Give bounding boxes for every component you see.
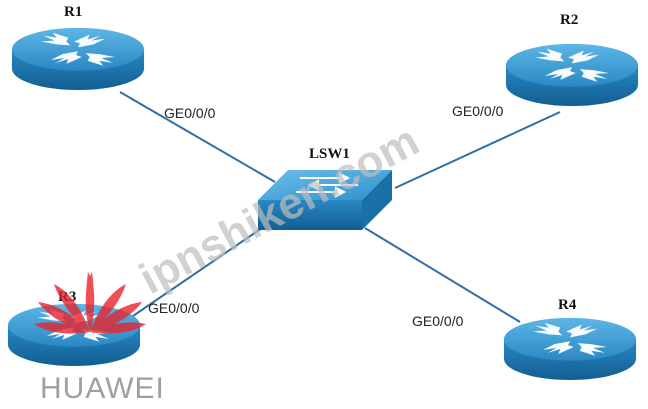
huawei-logo-icon xyxy=(34,272,146,334)
port-label-r1: GE0/0/0 xyxy=(164,105,216,121)
switch-lsw1[interactable] xyxy=(258,170,392,230)
switch-arrows-icon xyxy=(296,172,358,198)
router-r4[interactable] xyxy=(503,317,637,381)
link-r1-lsw1 xyxy=(119,91,276,183)
router-r1-label: R1 xyxy=(64,4,82,20)
router-r2-label: R2 xyxy=(560,12,578,28)
link-r2-lsw1 xyxy=(394,111,561,189)
link-r3-lsw1 xyxy=(129,227,263,319)
router-r2[interactable] xyxy=(505,43,639,107)
router-r1[interactable] xyxy=(11,27,145,91)
link-r4-lsw1 xyxy=(364,227,521,323)
port-label-r2: GE0/0/0 xyxy=(452,103,504,119)
port-label-r4: GE0/0/0 xyxy=(412,313,464,329)
watermark-brand: HUAWEI xyxy=(40,372,165,404)
router-r4-label: R4 xyxy=(558,297,577,313)
switch-lsw1-label: LSW1 xyxy=(309,146,350,162)
port-label-r3: GE0/0/0 xyxy=(148,300,200,316)
watermark-site: ipnshiken.com xyxy=(132,116,427,304)
